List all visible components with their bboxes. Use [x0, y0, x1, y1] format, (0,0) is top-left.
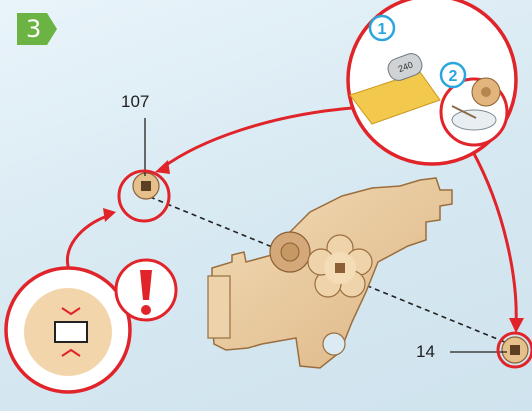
substep-2-number: 2	[449, 68, 458, 85]
part-label-107: 107	[121, 92, 149, 112]
rear-gear	[270, 232, 310, 272]
wooden-frame-part	[208, 178, 452, 368]
substep-2-marker: 2	[441, 63, 465, 87]
gear-part-icon	[472, 78, 500, 106]
callout-arrow-to-107	[162, 108, 352, 168]
part-label-14: 14	[416, 342, 435, 362]
callout-arrow-to-14	[472, 150, 516, 325]
warning-callout	[6, 208, 130, 392]
substep-1-number: 1	[378, 21, 387, 38]
exclamation-icon	[116, 260, 176, 320]
part-107-washer	[133, 173, 159, 199]
preparation-callout: 240 1 2	[348, 0, 516, 164]
part-14-washer	[502, 337, 528, 363]
substep-1-marker: 1	[370, 16, 394, 40]
